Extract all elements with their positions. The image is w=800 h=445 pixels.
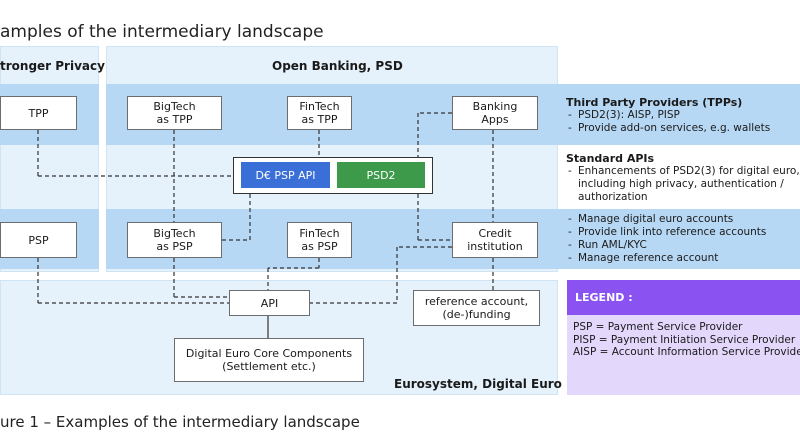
diagram-title: amples of the intermediary landscape [0, 22, 324, 42]
api-node: API [229, 290, 310, 316]
psp-item: Manage reference account [566, 252, 800, 265]
stronger-privacy-title: tronger Privacy [0, 59, 105, 73]
standard-apis-heading: Standard APIs [566, 152, 655, 165]
psd2-block: PSD2 [337, 162, 425, 188]
credit-institution-node: Credit institution [452, 222, 538, 258]
figure-caption: ure 1 – Examples of the intermediary lan… [0, 413, 360, 431]
legend-item: PISP = Payment Initiation Service Provid… [573, 333, 796, 346]
de-psp-api-block: D€ PSP API [241, 162, 330, 188]
banking-apps-node: Banking Apps [452, 96, 538, 130]
tpp-node: TPP [0, 96, 77, 130]
reference-account-node: reference account, (de-)funding [413, 290, 540, 326]
psp-node: PSP [0, 222, 77, 258]
tpp-description: Third Party Providers (TPPs) PSD2(3): AI… [566, 96, 800, 135]
legend-item: AISP = Account Information Service Provi… [573, 346, 800, 358]
bigtech-psp-node: BigTech as PSP [127, 222, 222, 258]
standard-apis-description: Standard APIs Enhancements of PSD2(3) fo… [566, 152, 800, 204]
eurosystem-title: Eurosystem, Digital Euro [394, 377, 562, 391]
psp-description: Manage digital euro accounts Provide lin… [566, 213, 800, 265]
fintech-psp-node: FinTech as PSP [287, 222, 352, 258]
tpp-item: PSD2(3): AISP, PISP [566, 109, 800, 122]
fintech-tpp-node: FinTech as TPP [287, 96, 352, 130]
bigtech-tpp-node: BigTech as TPP [127, 96, 222, 130]
legend-heading: LEGEND : [567, 280, 800, 315]
standard-apis-item: Enhancements of PSD2(3) for digital euro… [566, 165, 800, 178]
open-banking-title: Open Banking, PSD [272, 59, 403, 73]
legend-body: PSP = Payment Service Provider PISP = Pa… [567, 315, 800, 395]
tpp-heading: Third Party Providers (TPPs) [566, 96, 743, 109]
standard-apis-item: authorization [578, 191, 648, 203]
standard-apis-item: including high privacy, authentication / [578, 178, 784, 190]
core-components-node: Digital Euro Core Components (Settlement… [174, 338, 364, 382]
legend-item: PSP = Payment Service Provider [573, 321, 743, 333]
tpp-item: Provide add-on services, e.g. wallets [566, 122, 800, 135]
psp-item: Provide link into reference accounts [566, 226, 800, 239]
psp-item: Manage digital euro accounts [566, 213, 800, 226]
psp-item: Run AML/KYC [566, 239, 800, 252]
